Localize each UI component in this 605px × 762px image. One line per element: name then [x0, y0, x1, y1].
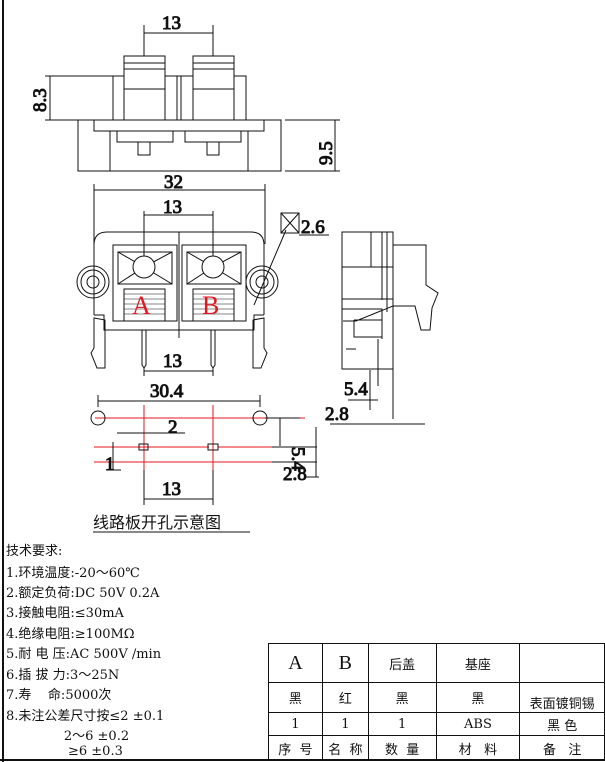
terminal-label-a: A	[132, 291, 151, 320]
table-cell: ABS	[435, 712, 521, 736]
dim-side-a: 5.4	[344, 379, 368, 400]
dim-pitch-top: 13	[163, 197, 182, 218]
requirement-item: 2～6 ±0.2	[6, 729, 130, 744]
table-cell: 后盖	[367, 643, 437, 683]
dim-hole-size: 2.6	[301, 217, 325, 238]
dim-pin-pitch: 13	[162, 479, 181, 500]
terminal-label-b: B	[202, 291, 219, 320]
dim-height-lower: 9.5	[316, 141, 337, 165]
table-row: 序 号 名 称 数 量 材 料 备 注	[268, 735, 605, 761]
pcb-layout-title: 线路板开孔示意图	[93, 513, 221, 532]
requirement-item: 1.环境温度:-20～60℃	[6, 566, 140, 581]
requirement-item: 2.额定负荷:DC 50V 0.2A	[6, 586, 160, 601]
dim-row-gap: 2.8	[283, 464, 307, 485]
table-cell: 黑	[435, 682, 521, 713]
table-cell: 1	[321, 712, 369, 736]
table-cell: 1	[367, 712, 437, 736]
dim-pitch-bottom: 13	[163, 351, 182, 372]
bom-table: A B 后盖 基座 黑 红 黑 黑 表面镀铜锡 1 1 1 ABS 黑 色 序 …	[268, 643, 605, 761]
requirement-item: 6.插 拔 力:3～25N	[6, 668, 120, 683]
dim-offset-y: 5.4	[287, 447, 308, 471]
table-row: 1 1 1 ABS 黑 色	[268, 712, 605, 736]
top-view: 13 8.3 9.5	[30, 13, 340, 172]
table-row: 黑 红 黑 黑 表面镀铜锡	[268, 682, 605, 713]
table-header-cell: 数 量	[367, 735, 437, 761]
table-cell: A	[268, 643, 323, 683]
table-header-cell: 名 称	[321, 735, 369, 761]
table-header-cell: 备 注	[519, 735, 605, 761]
requirement-item: 4.绝缘电阻:≥100MΩ	[6, 627, 135, 642]
table-cell: 红	[321, 682, 369, 713]
front-view: 32 13 2.6 A B 13	[76, 172, 329, 376]
table-header-cell: 材 料	[435, 735, 521, 761]
table-cell: 1	[268, 712, 323, 736]
dim-side-b: 2.8	[325, 404, 349, 425]
requirement-item: ≥6 ±0.3	[6, 744, 123, 759]
table-row: A B 后盖 基座	[268, 643, 605, 683]
dim-height-upper: 8.3	[30, 88, 51, 112]
requirement-item: 8.未注公差尺寸按≤2 ±0.1	[6, 709, 165, 724]
table-cell: 黑 色	[519, 712, 605, 736]
dim-width: 32	[164, 172, 183, 193]
dim-pad-height: 1	[105, 454, 115, 475]
requirement-item: 5.耐 电 压:AC 500V /min	[6, 647, 162, 662]
side-view: 5.4 2.8	[325, 231, 439, 426]
requirement-item: 3.接触电阻:≤30mA	[6, 606, 124, 621]
table-cell: 表面镀铜锡	[519, 682, 605, 713]
requirements-title: 技术要求:	[6, 544, 63, 559]
dim-pad-width: 2	[168, 417, 178, 438]
pcb-layout: 30.4 2 1 5.4 2.8 13 线路板开孔示意图	[90, 381, 319, 533]
dim-mount-span: 30.4	[150, 381, 184, 402]
table-cell	[519, 643, 605, 683]
table-cell: B	[321, 643, 369, 683]
table-cell: 黑	[268, 682, 323, 713]
requirement-item: 7.寿 命:5000次	[6, 688, 112, 703]
table-header-cell: 序 号	[268, 735, 323, 761]
table-cell: 黑	[367, 682, 437, 713]
dim-top-pitch: 13	[162, 13, 181, 34]
table-cell: 基座	[435, 643, 521, 683]
